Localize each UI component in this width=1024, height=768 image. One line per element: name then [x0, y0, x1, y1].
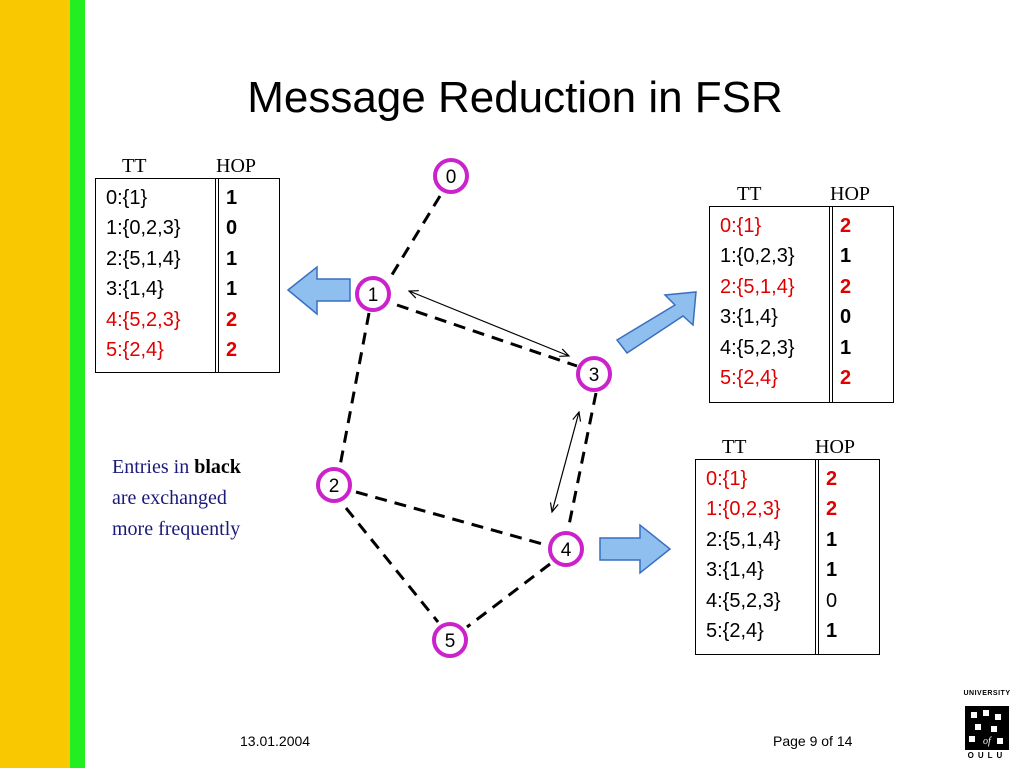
link-1-2	[338, 312, 371, 467]
table-node3-hop-header: HOP	[830, 183, 871, 205]
table-node1-hop-cell: 2	[226, 308, 238, 331]
table-node4-hop-cell: 1	[826, 559, 838, 582]
node-1: 1	[355, 276, 391, 312]
table-node3-hop-column: 2 1 2 0 1 2	[840, 211, 851, 393]
node-5: 5	[432, 622, 468, 658]
table-node1-tt-cell: 3:{1,4}	[106, 278, 164, 301]
table-node3-tt-cell: 1:{0,2,3}	[720, 245, 795, 268]
node-0: 0	[433, 158, 469, 194]
table-node1-hop-cell: 1	[226, 187, 238, 209]
exchange-arrow-1-3	[409, 291, 569, 356]
node-3: 3	[576, 356, 612, 392]
table-node4-hop-cell: 1	[826, 528, 838, 551]
table-node3-tt-header: TT	[737, 183, 762, 205]
table-node4-divider	[815, 460, 819, 654]
table-node1-hop-cell: 1	[226, 247, 238, 270]
table-node3-tt-cell: 4:{5,2,3}	[720, 336, 795, 359]
note-bold-word: black	[194, 456, 241, 478]
table-node1-hop-cell: 2	[226, 338, 238, 361]
table-node1-hop-cell: 1	[226, 278, 238, 301]
link-2-4	[355, 490, 547, 547]
table-node1-tt-column: 0:{1} 1:{0,2,3} 2:{5,1,4} 3:{1,4} 4:{5,2,3} 5…	[106, 183, 181, 365]
exchange-arrow-3-4	[552, 412, 579, 512]
block-arrow-left	[286, 265, 351, 316]
logo-text-top: UNIVERSITY	[963, 690, 1011, 697]
node-5-label: 5	[445, 631, 456, 652]
link-2-5	[344, 507, 440, 623]
block-arrow-up-right	[615, 291, 697, 355]
table-node4-hop-header: HOP	[815, 436, 856, 458]
table-node4-hop-cell: 2	[826, 468, 838, 490]
table-node4-tt-cell: 3:{1,4}	[706, 559, 764, 582]
node-2: 2	[316, 467, 352, 503]
block-arrow-right	[599, 523, 672, 575]
table-node1-hop-cell: 0	[226, 217, 238, 240]
university-logo: UNIVERSITY of OULU	[962, 690, 1012, 760]
node-4-label: 4	[561, 540, 572, 561]
node-3-label: 3	[589, 365, 600, 386]
table-node1-hop-header: HOP	[216, 155, 257, 177]
table-node3-hop-cell: 0	[840, 306, 852, 329]
table-node1-divider	[215, 179, 219, 372]
table-node4-hop-cell: 2	[826, 498, 838, 521]
table-node4-tt-cell: 5:{2,4}	[706, 619, 764, 642]
slide-title: Message Reduction in FSR	[247, 73, 783, 122]
link-1-3	[396, 303, 578, 368]
table-node1-hop-column: 1 0 1 1 2 2	[226, 183, 237, 365]
node-2-label: 2	[329, 476, 340, 497]
table-node4-tt-header: TT	[722, 436, 747, 458]
table-node1-tt-cell: 1:{0,2,3}	[106, 217, 181, 240]
link-4-5	[466, 562, 551, 629]
node-4: 4	[548, 531, 584, 567]
table-node4-tt-cell: 4:{5,2,3}	[706, 589, 781, 612]
table-node4-hop-cell: 0	[826, 589, 838, 612]
table-node3-divider	[829, 207, 833, 402]
routing-table-node1: 0:{1} 1:{0,2,3} 2:{5,1,4} 3:{1,4} 4:{5,2,3} 5…	[95, 178, 280, 373]
table-node1-tt-header: TT	[122, 155, 147, 177]
table-node3-tt-cell: 2:{5,1,4}	[720, 275, 795, 298]
table-node3-tt-cell: 5:{2,4}	[720, 366, 778, 389]
logo-mark-icon: of	[965, 706, 1009, 750]
table-node1-tt-cell: 5:{2,4}	[106, 338, 164, 361]
sidebar-green-stripe	[70, 0, 85, 768]
table-node4-tt-cell: 0:{1}	[706, 468, 748, 490]
table-node3-tt-column: 0:{1} 1:{0,2,3} 2:{5,1,4} 3:{1,4} 4:{5,2,3} 5…	[720, 211, 795, 393]
table-node4-tt-column: 0:{1} 1:{0,2,3} 2:{5,1,4} 3:{1,4} 4:{5,2,3} 5…	[706, 464, 781, 646]
table-node3-tt-cell: 0:{1}	[720, 215, 762, 237]
table-node4-hop-column: 2 2 1 1 0 1	[826, 464, 837, 646]
footer-page-number: Page 9 of 14	[773, 733, 853, 749]
note-line-3: more frequently	[112, 518, 241, 540]
table-node3-tt-cell: 3:{1,4}	[720, 306, 778, 329]
table-node3-hop-cell: 2	[840, 275, 852, 298]
routing-table-node4: 0:{1} 1:{0,2,3} 2:{5,1,4} 3:{1,4} 4:{5,2,3} 5…	[695, 459, 880, 655]
legend-note: Entries in black are exchanged more freq…	[112, 452, 241, 545]
table-node1-tt-cell: 0:{1}	[106, 187, 148, 209]
footer-date: 13.01.2004	[240, 733, 311, 749]
node-1-label: 1	[368, 285, 379, 306]
logo-of: of	[983, 736, 992, 747]
table-node4-tt-cell: 2:{5,1,4}	[706, 528, 781, 551]
link-0-1	[388, 195, 442, 279]
table-node3-hop-cell: 1	[840, 245, 852, 268]
node-0-label: 0	[446, 167, 457, 188]
table-node1-tt-cell: 2:{5,1,4}	[106, 247, 181, 270]
table-node1-tt-cell: 4:{5,2,3}	[106, 308, 181, 331]
logo-text-bottom: OULU	[967, 751, 1007, 760]
note-prefix: Entries in	[112, 456, 195, 478]
sidebar-yellow-stripe	[0, 0, 70, 768]
routing-table-node3: 0:{1} 1:{0,2,3} 2:{5,1,4} 3:{1,4} 4:{5,2,3} 5…	[709, 206, 894, 403]
link-3-4	[566, 392, 598, 531]
table-node3-hop-cell: 2	[840, 215, 852, 237]
table-node3-hop-cell: 2	[840, 366, 852, 389]
table-node4-hop-cell: 1	[826, 619, 838, 642]
table-node4-tt-cell: 1:{0,2,3}	[706, 498, 781, 521]
note-line-2: are exchanged	[112, 487, 227, 509]
table-node3-hop-cell: 1	[840, 336, 852, 359]
